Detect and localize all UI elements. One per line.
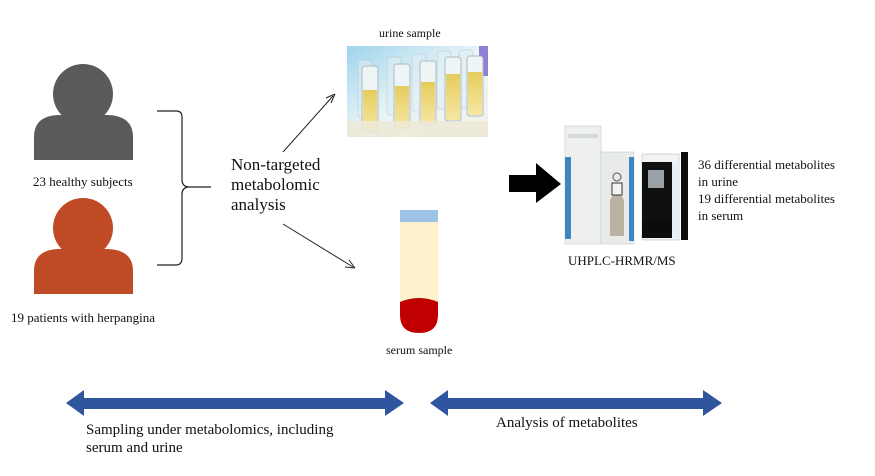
analysis-phase-label: Analysis of metabolites xyxy=(496,415,638,431)
sampling-phase-label: Sampling under metabolomics, including s… xyxy=(86,421,333,457)
serum-sample-label: serum sample xyxy=(386,343,453,357)
sampling-phase-arrow[interactable] xyxy=(66,390,404,416)
uhplc-instrument-image xyxy=(564,125,688,245)
method-line: Non-targeted xyxy=(231,155,321,174)
results-line: in serum xyxy=(698,208,744,223)
arrow-to-serum xyxy=(282,223,356,269)
results-line: 19 differential metabolites xyxy=(698,191,835,206)
urine-sample-image xyxy=(347,46,488,137)
method-label: Non-targeted metabolomic analysis xyxy=(231,155,320,215)
serum-tube-icon xyxy=(400,210,438,333)
to-instrument-arrow xyxy=(509,163,561,203)
analysis-phase-arrow[interactable] xyxy=(430,390,722,416)
results-text: 36 differential metabolites in urine 19 … xyxy=(698,156,835,224)
results-line: in urine xyxy=(698,174,739,189)
patients-label: 19 patients with herpangina xyxy=(11,310,156,325)
method-line: analysis xyxy=(231,195,286,214)
urine-sample-label: urine sample xyxy=(379,26,441,40)
results-line: 36 differential metabolites xyxy=(698,157,835,172)
sampling-line: Sampling under metabolomics, including xyxy=(86,422,334,438)
sampling-line: serum and urine xyxy=(86,440,183,456)
patient-person-icon xyxy=(34,198,133,294)
instrument-label: UHPLC-HRMR/MS xyxy=(568,253,676,268)
group-bracket xyxy=(157,110,211,266)
healthy-person-icon xyxy=(34,64,133,160)
healthy-subjects-label: 23 healthy subjects xyxy=(33,174,133,189)
method-line: metabolomic xyxy=(231,175,320,194)
arrow-to-urine xyxy=(282,93,336,153)
